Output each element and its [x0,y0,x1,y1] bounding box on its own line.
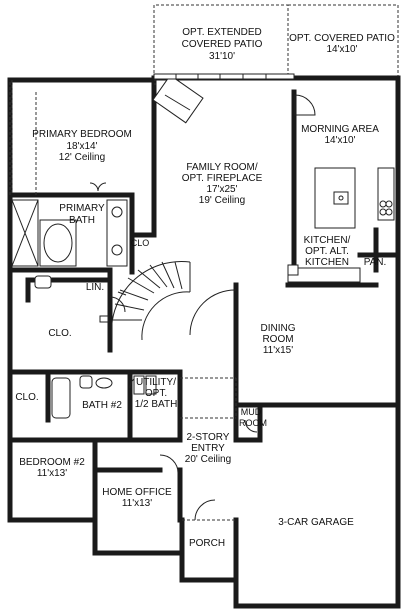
svg-text:12' Ceiling: 12' Ceiling [59,152,105,163]
svg-text:OPT.: OPT. [145,388,167,399]
opt-covered-patio-outline [288,4,399,80]
svg-text:11'x13': 11'x13' [37,468,67,479]
svg-text:14'x10': 14'x10' [326,44,357,55]
svg-text:ROOM: ROOM [239,418,267,428]
svg-text:DINING: DINING [261,323,296,334]
label-bedroom2: BEDROOM #2 11'x13' [19,457,85,479]
label-garage: 3-CAR GARAGE [278,517,354,528]
label-primary-closet: CLO [131,238,150,248]
svg-text:18'x14': 18'x14' [66,141,97,152]
svg-text:BATH: BATH [69,215,95,226]
svg-text:11'x13': 11'x13' [122,498,152,509]
svg-text:OPT. FIREPLACE: OPT. FIREPLACE [182,173,263,184]
svg-text:PRIMARY BEDROOM: PRIMARY BEDROOM [32,129,132,140]
label-linen: LIN. [86,282,104,293]
svg-text:2-STORY: 2-STORY [187,432,230,443]
svg-text:BEDROOM #2: BEDROOM #2 [19,457,85,468]
kitchen-fixtures [287,167,395,283]
opt-extended-patio-outline [153,4,289,78]
svg-text:19' Ceiling: 19' Ceiling [199,195,245,206]
label-bath2: BATH #2 [82,400,122,411]
label-dining-room: DINING ROOM 11'x15' [261,323,296,356]
svg-text:31'10': 31'10' [209,51,235,62]
interior-walls [7,77,401,523]
svg-text:17'x25': 17'x25' [206,184,237,195]
fireplace [152,74,204,124]
utility-fixtures [133,375,157,395]
svg-text:11'x15': 11'x15' [263,345,293,356]
svg-text:UTILITY/: UTILITY/ [136,377,176,388]
svg-text:20' Ceiling: 20' Ceiling [185,454,231,465]
label-home-office: HOME OFFICE 11'x13' [102,487,172,509]
svg-text:FAMILY ROOM/: FAMILY ROOM/ [186,162,258,173]
svg-text:KITCHEN: KITCHEN [305,257,349,268]
label-entry: 2-STORY ENTRY 20' Ceiling [185,432,231,465]
svg-text:KITCHEN/: KITCHEN/ [304,235,351,246]
label-porch: PORCH [189,538,225,549]
label-ext-patio: OPT. EXTENDED COVERED PATIO 31'10' [182,27,263,62]
door-swings [89,94,316,521]
svg-text:MORNING AREA: MORNING AREA [301,124,379,135]
label-cov-patio: OPT. COVERED PATIO 14'x10' [289,33,395,55]
svg-text:MUD: MUD [241,407,262,417]
label-closet: CLO. [48,328,71,339]
svg-text:OPT. EXTENDED: OPT. EXTENDED [182,27,261,38]
staircase [111,261,191,341]
label-kitchen: KITCHEN/ OPT. ALT. KITCHEN [304,235,351,268]
svg-text:ROOM: ROOM [262,334,293,345]
label-bed2-closet: CLO. [15,392,38,403]
label-primary-bedroom: PRIMARY BEDROOM 18'x14' 12' Ceiling [32,129,132,163]
svg-text:14'x10': 14'x10' [324,135,355,146]
label-morning-area: MORNING AREA 14'x10' [301,124,379,146]
svg-text:COVERED PATIO: COVERED PATIO [182,39,263,50]
label-utility: UTILITY/ OPT. 1/2 BATH [135,377,178,410]
svg-text:1/2 BATH: 1/2 BATH [135,399,178,410]
svg-text:ENTRY: ENTRY [191,443,225,454]
opening-lines [9,78,237,521]
family-room-window-bar [153,73,295,80]
svg-text:HOME OFFICE: HOME OFFICE [102,487,172,498]
svg-text:PRIMARY: PRIMARY [59,203,105,214]
label-pantry: PAN. [364,257,387,268]
label-family-room: FAMILY ROOM/ OPT. FIREPLACE 17'x25' 19' … [182,162,263,206]
label-mud-room: MUD ROOM [239,407,267,428]
bath2-fixtures [51,375,113,419]
label-primary-bath: PRIMARY BATH [59,203,105,226]
primary-bath-fixtures [11,199,128,323]
svg-text:OPT. COVERED PATIO: OPT. COVERED PATIO [289,33,395,44]
svg-text:OPT. ALT.: OPT. ALT. [305,246,349,257]
